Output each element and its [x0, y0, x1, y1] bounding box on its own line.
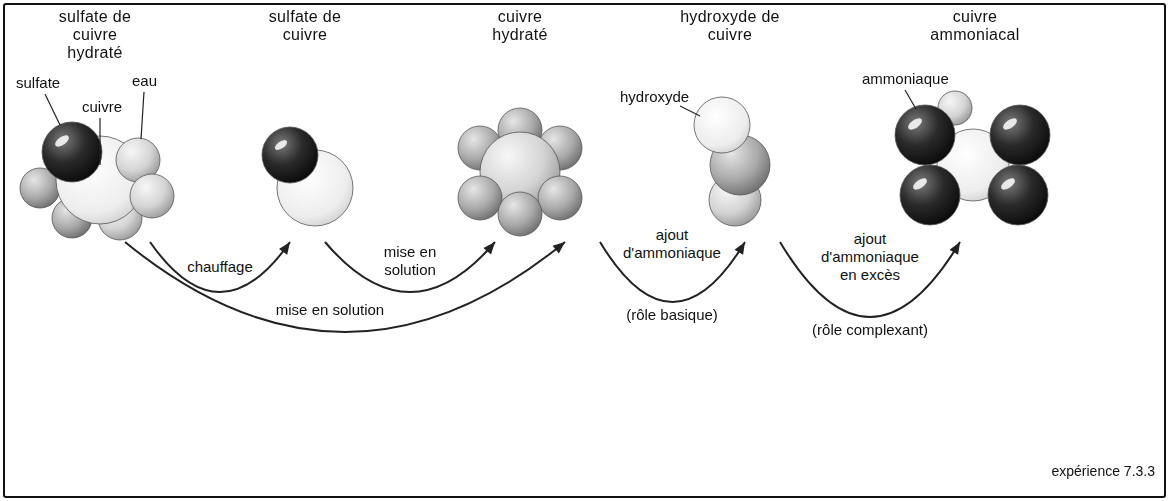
part-label: ammoniaque	[862, 70, 949, 88]
species-name: cuivre ammoniacal	[920, 8, 1030, 44]
role-note: (rôle basique)	[626, 306, 718, 324]
arrow-head	[279, 242, 290, 255]
species-column: sulfate de cuivre hydraté	[5, 8, 185, 242]
arrow-label: mise en solution	[373, 243, 447, 279]
outer-frame	[3, 3, 1166, 498]
part-label: eau	[132, 72, 157, 90]
species-name: sulfate de cuivre	[263, 8, 347, 44]
arrow-head	[950, 242, 960, 255]
arrow-label: ajout d'ammoniaque	[616, 226, 728, 262]
species-column: cuivre ammoniacal	[880, 8, 1070, 242]
species-name: cuivre hydraté	[478, 8, 562, 44]
arrow-curve	[325, 242, 495, 292]
species-name: sulfate de cuivre hydraté	[43, 8, 147, 62]
arrow-label: ajout d'ammoniaque en excès	[814, 230, 926, 284]
part-label: cuivre	[82, 98, 122, 116]
arrow-head	[553, 242, 565, 253]
part-label: sulfate	[16, 74, 60, 92]
arrow-label: mise en solution	[274, 301, 386, 319]
experiment-number: expérience 7.3.3	[1051, 462, 1155, 480]
reaction-arrow	[150, 242, 290, 292]
arrow-head	[483, 242, 495, 254]
species-column: cuivre hydraté	[420, 8, 620, 242]
species-name: hydroxyde de cuivre	[680, 8, 780, 44]
part-label: hydroxyde	[620, 88, 689, 106]
species-column: sulfate de cuivre	[235, 8, 375, 242]
reaction-arrow	[125, 242, 565, 332]
arrow-curve	[150, 242, 290, 292]
species-column: hydroxyde de cuivre	[650, 8, 810, 242]
arrow-head	[735, 242, 745, 255]
reaction-arrow	[325, 242, 495, 292]
role-note: (rôle complexant)	[812, 321, 928, 339]
arrow-curve	[125, 242, 565, 332]
arrow-label: chauffage	[185, 258, 255, 276]
